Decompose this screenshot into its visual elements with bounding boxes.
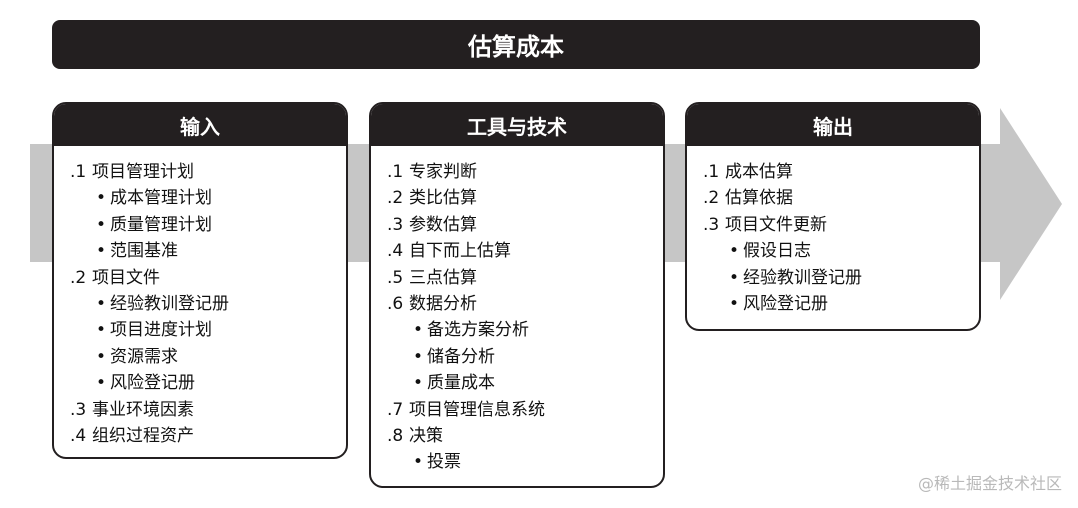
item-number: .1 (70, 162, 87, 182)
sub-item: •质量成本 (387, 370, 663, 396)
bullet-icon: • (412, 452, 424, 473)
sub-item-label: 风险登记册 (743, 293, 828, 314)
item-label: 项目文件 (92, 267, 160, 288)
item-number: .4 (387, 241, 404, 262)
watermark: @稀土掘金技术社区 (917, 474, 1062, 493)
item-label: 项目文件更新 (725, 214, 827, 235)
sub-item: •项目进度计划 (70, 317, 346, 343)
sub-item: •范围基准 (70, 238, 346, 264)
item-label: 项目管理计划 (92, 162, 194, 182)
sub-item-label: 经验教训登记册 (743, 267, 862, 288)
bullet-icon: • (95, 188, 107, 209)
sub-item-label: 成本管理计划 (110, 188, 212, 209)
sub-item-label: 风险登记册 (110, 373, 195, 394)
page-title: 估算成本 (52, 20, 980, 69)
sub-item: •风险登记册 (703, 291, 979, 317)
item-label: 自下而上估算 (409, 241, 511, 262)
sub-item-label: 投票 (427, 452, 461, 473)
sub-item-label: 项目进度计划 (110, 320, 212, 341)
item-label: 决策 (409, 425, 443, 446)
item-label: 项目管理信息系统 (409, 399, 545, 420)
bullet-icon: • (95, 320, 107, 341)
sub-item-label: 经验教训登记册 (110, 293, 229, 314)
bullet-icon: • (95, 214, 107, 235)
bullet-icon: • (412, 373, 424, 394)
item-number: .3 (70, 399, 87, 420)
sub-item: •储备分析 (387, 344, 663, 370)
sub-item: •投票 (387, 449, 663, 475)
inputs-header: 输入 (54, 104, 346, 146)
item-label: 类比估算 (409, 188, 477, 209)
item-label: 专家判断 (409, 162, 477, 182)
item-label: 成本估算 (725, 162, 793, 182)
sub-item-label: 假设日志 (743, 241, 811, 262)
item-number: .3 (387, 214, 404, 235)
item-number: .2 (387, 188, 404, 209)
item-number: .1 (703, 162, 720, 182)
item-label: 三点估算 (409, 267, 477, 288)
bullet-icon: • (728, 267, 740, 288)
item-number: .7 (387, 399, 404, 420)
bullet-icon: • (728, 293, 740, 314)
sub-item-label: 范围基准 (110, 241, 178, 262)
sub-item: •经验教训登记册 (70, 291, 346, 317)
item-label: 数据分析 (409, 293, 477, 314)
item-label: 估算依据 (725, 188, 793, 209)
item-label: 组织过程资产 (92, 425, 194, 446)
sub-item-label: 备选方案分析 (427, 320, 529, 341)
item-label: 参数估算 (409, 214, 477, 235)
bullet-icon: • (412, 320, 424, 341)
sub-item-label: 储备分析 (427, 346, 495, 367)
item-label: 事业环境因素 (92, 399, 194, 420)
sub-item: •质量管理计划 (70, 212, 346, 238)
outputs-header: 输出 (687, 104, 979, 146)
sub-item-label: 资源需求 (110, 346, 178, 367)
bullet-icon: • (412, 346, 424, 367)
item-number: .3 (703, 214, 720, 235)
sub-item: •经验教训登记册 (703, 265, 979, 291)
bullet-icon: • (95, 346, 107, 367)
bullet-icon: • (95, 293, 107, 314)
sub-item: •资源需求 (70, 344, 346, 370)
sub-item-label: 质量管理计划 (110, 214, 212, 235)
bullet-icon: • (95, 241, 107, 262)
sub-item: •成本管理计划 (70, 185, 346, 211)
item-number: .1 (387, 162, 404, 182)
bullet-icon: • (95, 373, 107, 394)
item-number: .5 (387, 267, 404, 288)
sub-item: •假设日志 (703, 238, 979, 264)
sub-item: •备选方案分析 (387, 317, 663, 343)
item-number: .2 (70, 267, 87, 288)
sub-item: •风险登记册 (70, 370, 346, 396)
sub-item-label: 质量成本 (427, 373, 495, 394)
tools-techniques-header: 工具与技术 (371, 104, 663, 146)
item-number: .2 (703, 188, 720, 209)
item-number: .8 (387, 425, 404, 446)
item-number: .4 (70, 425, 87, 446)
bullet-icon: • (728, 241, 740, 262)
item-number: .6 (387, 293, 404, 314)
